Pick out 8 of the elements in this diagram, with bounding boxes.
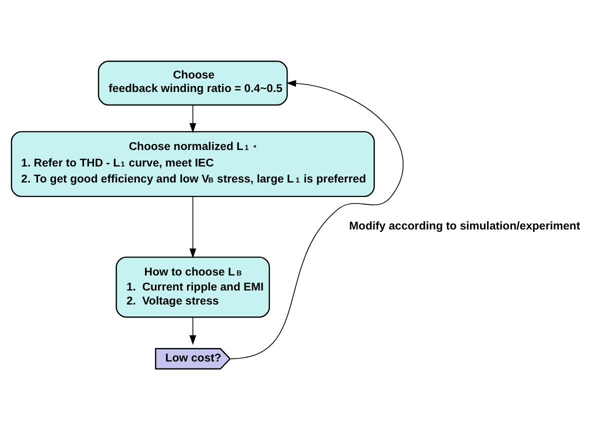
arrow: [189, 104, 196, 133]
arrow: [189, 196, 196, 258]
edge-label: Modify according to simulation/experiment: [349, 220, 580, 232]
arrow: [230, 80, 404, 360]
node-box: Choose normalized L1* 1. Refer to THD - L1 curve, meet IEC 2. To get good efficiency and low VB stress, large L1 is preferred: [10, 131, 375, 198]
arrow: [189, 316, 196, 345]
node-box: How to choose LB 1. Current ripple and EMI 2. Voltage stress: [116, 256, 270, 318]
node-box: Choose feedback winding ratio = 0.4~0.5: [98, 60, 288, 106]
